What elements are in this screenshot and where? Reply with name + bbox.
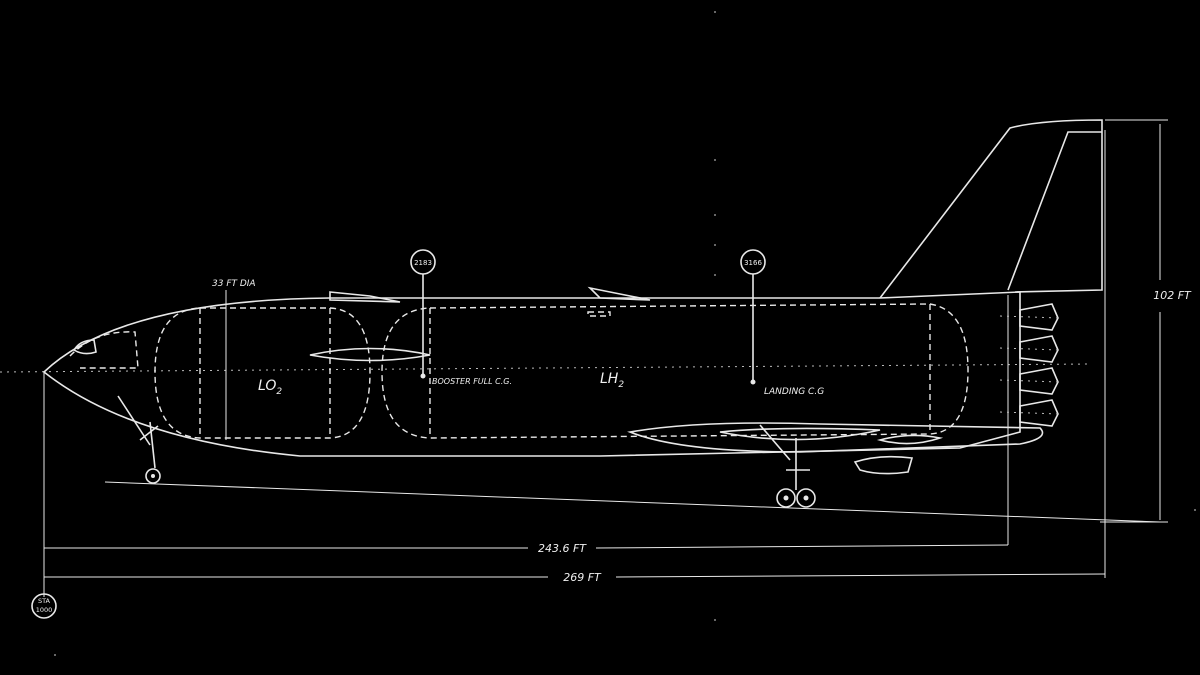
height-label: 102 FT (1153, 289, 1192, 302)
cg-marker-booster-full: 2183 BOOSTER FULL C.G. (410, 249, 512, 386)
cockpit-window (72, 339, 97, 355)
nose-landing-gear (117, 395, 161, 484)
diameter-label: 33 FT DIA (212, 279, 256, 289)
lh2-tank-label: LH2 (600, 371, 624, 390)
vertical-tail-fin (879, 119, 1103, 299)
lh2-tank (381, 303, 969, 439)
forward-canard (309, 347, 431, 362)
engine-nozzle-4 (1019, 399, 1059, 427)
dimension-height: 102 FT (1100, 119, 1192, 523)
top-hatch (587, 311, 611, 317)
cg-station-3166: 3166 (744, 259, 762, 267)
engine-cluster (999, 303, 1061, 427)
station-ref-line2: 1000 (36, 606, 53, 614)
overall-length-label: 269 FT (563, 571, 602, 584)
centerline (0, 363, 1091, 373)
aft-fairing (876, 434, 944, 445)
lo2-subscript: 2 (276, 387, 282, 397)
top-fairing-aft (587, 286, 651, 301)
lower-wing (627, 422, 1044, 453)
engine-nozzle-2 (1019, 335, 1059, 363)
lo2-tank-label: LO2 (258, 378, 282, 397)
main-landing-gear (759, 424, 816, 508)
dimension-overall-length: 269 FT (44, 130, 1106, 584)
engine-nozzle-1 (1019, 303, 1059, 331)
lo2-tank (154, 307, 371, 439)
lh2-subscript: 2 (618, 380, 624, 390)
cg-marker-landing: 3166 LANDING C.G (740, 249, 824, 397)
tail-fin-inner-edge (1007, 131, 1102, 291)
cockpit-bay (69, 331, 139, 369)
ground-line (104, 481, 1161, 523)
background-dots (54, 11, 1196, 656)
lo2-main-text: LO (258, 378, 276, 394)
landing-gear-pod (853, 455, 914, 475)
cg-station-2183: 2183 (414, 259, 432, 267)
dimension-length-to-engines: 243.6 FT (44, 542, 1009, 555)
lower-wing-inner (719, 427, 881, 441)
length-to-engines-label: 243.6 FT (538, 542, 587, 555)
top-fairing-forward (329, 291, 401, 303)
lh2-main-text: LH (600, 371, 619, 387)
fuselage-outline (42, 291, 1021, 457)
station-reference-marker: STA 1000 (31, 593, 57, 619)
engine-nozzle-3 (1019, 367, 1059, 395)
landing-cg-label: LANDING C.G (764, 387, 824, 397)
station-ref-line1: STA (38, 597, 51, 605)
booster-full-cg-label: BOOSTER FULL C.G. (432, 377, 512, 386)
